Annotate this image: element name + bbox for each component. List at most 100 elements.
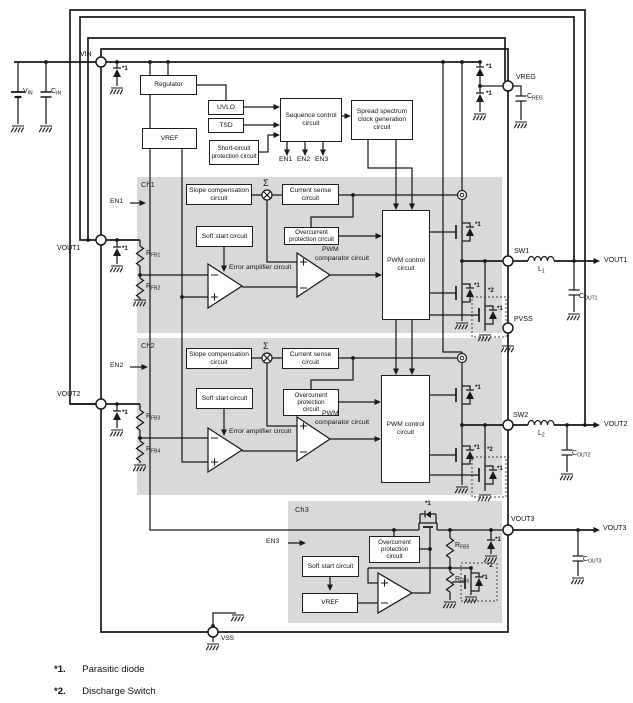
pin-label-sw1: SW1 xyxy=(514,248,530,255)
block-sequence-control: Sequence control circuit xyxy=(280,98,342,142)
error-amp2-label: Error amplifier circuit xyxy=(229,428,292,435)
note1-ls1: *1 xyxy=(474,282,480,289)
block-regulator: Regulator xyxy=(140,75,197,95)
note1-pass-fet: *1 xyxy=(425,500,431,507)
arrowheads xyxy=(139,104,600,591)
block-slope1-label: Slope compensation circuit xyxy=(189,186,249,202)
pwm-comp2-label-line1: PWM xyxy=(322,410,339,417)
block-overcurrent-ch1: Overcurrent protection circuit xyxy=(284,227,339,245)
junction-dots xyxy=(44,60,587,628)
footnote-2-text: Discharge Switch xyxy=(82,686,156,697)
footnote-2-marker: *2. xyxy=(54,686,66,697)
block-vref-label: VREF xyxy=(160,134,179,142)
block-tsd: TSD xyxy=(208,118,244,133)
block-slope2-label: Slope compensation circuit xyxy=(189,350,249,366)
note1-ch3-diode: *1 xyxy=(495,536,501,543)
note1-vreg-diode-a: *1 xyxy=(486,63,492,70)
rfb3-label: RFB3 xyxy=(146,413,161,422)
ground-symbols xyxy=(10,87,585,651)
note1-vin-diode: *1 xyxy=(122,65,128,72)
pin-label-vout3: VOUT3 xyxy=(511,516,535,523)
block-current-sense-ch2: Current sense circuit xyxy=(282,348,339,369)
creg-label: CREG xyxy=(527,93,543,102)
signal-label-vout1: VOUT1 xyxy=(604,257,628,264)
pin-label-vin: VIN xyxy=(80,51,92,58)
channel1-label: Ch1 xyxy=(141,180,155,189)
pin-label-vout2: VOUT2 xyxy=(57,391,81,398)
pin-label-vss: VSS xyxy=(221,635,235,642)
note1-dis1: *1 xyxy=(497,305,503,312)
pwm-comp1-label-line2: comparator circuit xyxy=(315,255,370,262)
pwm-comp2-label-line2: comparator circuit xyxy=(315,419,370,426)
pin-vreg xyxy=(502,80,514,92)
rfb1-label: RFB1 xyxy=(146,250,161,259)
note1-dis2: *1 xyxy=(497,465,503,472)
rfb4-label: RFB4 xyxy=(146,446,161,455)
note1-dis3: *1 xyxy=(482,574,488,581)
block-sscg-label: Spread spectrum clock generation circuit xyxy=(356,108,408,131)
block-oc3-label: Overcurrent protection circuit xyxy=(378,538,411,561)
block-pwm2-label: PWM control circuit xyxy=(386,421,425,436)
node-symbols xyxy=(261,189,468,364)
en2-input-label: EN2 xyxy=(110,362,124,369)
discharge-switch-boxes xyxy=(460,296,507,602)
signal-label-vout3: VOUT3 xyxy=(603,525,627,532)
en2-output-label: EN2 xyxy=(297,156,311,163)
note1-vout1-diode: *1 xyxy=(122,245,128,252)
pin-pvss xyxy=(502,322,514,334)
error-amp3-symbol xyxy=(377,571,414,615)
pin-label-pvss: PVSS xyxy=(514,316,533,323)
pwm-comp1-label-line1: PWM xyxy=(322,246,339,253)
vin-source-label: VIN xyxy=(23,88,33,97)
sigma1-label: Σ xyxy=(263,178,269,188)
block-cs1-label: Current sense circuit xyxy=(289,186,332,202)
note1-vreg-diode-b: *1 xyxy=(486,90,492,97)
block-soft-start-ch1: Soft start circuit xyxy=(196,226,253,247)
block-tsd-label: TSD xyxy=(219,121,233,129)
cout1-label: COUT1 xyxy=(579,293,598,302)
footnote-1-text: Parasitic diode xyxy=(82,664,145,675)
en1-output-label: EN1 xyxy=(279,156,293,163)
block-vref: VREF xyxy=(142,128,197,149)
channel3-label: Ch3 xyxy=(295,505,309,514)
en3-output-label: EN3 xyxy=(315,156,329,163)
note1-vout2-diode: *1 xyxy=(122,409,128,416)
block-pwm-control-ch1: PWM control circuit xyxy=(382,210,430,320)
block-regulator-label: Regulator xyxy=(154,81,183,89)
block-slope-comp-ch2: Slope compensation circuit xyxy=(186,348,252,369)
block-scp-label: Short-circuit protection circuit xyxy=(211,145,257,160)
diode-symbols xyxy=(113,68,497,586)
pin-label-vout1: VOUT1 xyxy=(57,245,81,252)
pwm-comparator1-symbol xyxy=(296,251,332,299)
signal-label-vout2: VOUT2 xyxy=(604,421,628,428)
block-pwm1-label: PWM control circuit xyxy=(387,257,425,272)
block-vref3-label: VREF xyxy=(321,599,339,607)
pin-sw1 xyxy=(502,255,514,267)
block-slope-comp-ch1: Slope compensation circuit xyxy=(186,184,252,205)
note2-dis3: *2 xyxy=(487,562,493,569)
cout3-label: COUT3 xyxy=(583,556,602,565)
footnote-2: *2. Discharge Switch xyxy=(54,686,156,697)
block-soft-start-ch3: Soft start circuit xyxy=(302,556,359,577)
rfb6-label: RFB6 xyxy=(455,576,470,585)
pin-sw2 xyxy=(502,419,514,431)
pin-vout1 xyxy=(95,234,107,246)
footnote-1: *1. Parasitic diode xyxy=(54,664,145,675)
frame-wires xyxy=(14,9,594,633)
mosfet-gates xyxy=(423,225,480,589)
block-vref-ch3: VREF xyxy=(302,593,358,613)
cin-label: CIN xyxy=(51,88,62,97)
block-uvlo-label: UVLO xyxy=(217,103,235,111)
channel2-label: Ch2 xyxy=(141,341,155,350)
rfb2-label: RFB2 xyxy=(146,283,161,292)
pin-vout3 xyxy=(502,524,514,536)
l1-label: L1 xyxy=(538,266,545,275)
block-pwm-control-ch2: PWM control circuit xyxy=(381,375,430,483)
block-oc1-label: Overcurrent protection circuit xyxy=(288,228,335,243)
sigma2-label: Σ xyxy=(263,341,269,351)
pin-label-sw2: SW2 xyxy=(513,412,529,419)
block-overcurrent-ch2: Overcurrent protection circuit xyxy=(283,389,339,416)
block-soft-start-ch2: Soft start circuit xyxy=(196,388,253,409)
block-ss1-label: Soft start circuit xyxy=(201,232,248,240)
